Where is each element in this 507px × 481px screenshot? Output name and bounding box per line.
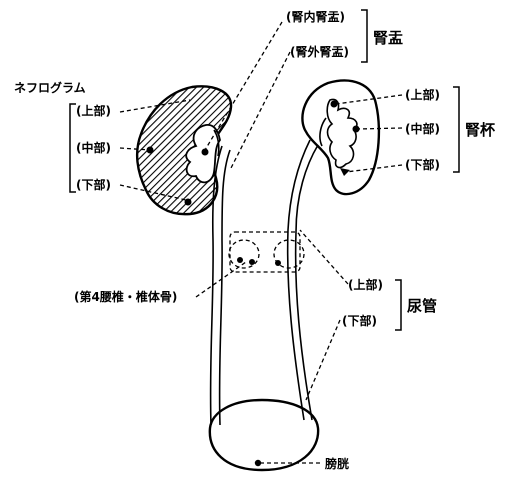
label-calyx-upper: (上部) xyxy=(405,87,440,102)
right-lower-mark xyxy=(340,168,350,176)
label-nephrogram-middle: (中部) xyxy=(76,140,111,155)
label-calyx: 腎杯 xyxy=(465,121,496,139)
label-nephrogram: ネフログラム xyxy=(14,80,86,95)
label-calyx-middle: (中部) xyxy=(405,121,440,136)
left-lower-dot xyxy=(185,199,192,206)
label-inner-renal-pelvis: (腎内腎盂) xyxy=(286,9,345,24)
label-vertebra: (第4腰椎・椎体骨) xyxy=(74,289,177,304)
label-ureter-upper: (上部) xyxy=(348,277,383,292)
label-nephrogram-lower: (下部) xyxy=(76,177,111,192)
labels: (腎内腎盂) (腎外腎盂) 腎盂 ネフログラム (上部) (中部) (下部) (… xyxy=(14,9,496,471)
left-kidney xyxy=(137,86,231,214)
vertebra-dot-right xyxy=(275,260,281,266)
label-nephrogram-upper: (上部) xyxy=(76,103,111,118)
label-bladder: 膀胱 xyxy=(324,456,349,471)
ureters xyxy=(211,140,318,425)
right-kidney xyxy=(302,81,378,195)
label-outer-renal-pelvis: (腎外腎盂) xyxy=(290,44,349,59)
label-calyx-lower: (下部) xyxy=(405,157,440,172)
right-calyces xyxy=(327,99,357,167)
label-ureter: 尿管 xyxy=(407,297,437,315)
brackets xyxy=(70,10,459,330)
vertebra-dot-left-1 xyxy=(237,257,243,263)
label-renal-pelvis: 腎盂 xyxy=(373,29,403,47)
leader-lines xyxy=(120,22,402,463)
vertebra-region xyxy=(229,232,304,272)
vertebra-dot-left-2 xyxy=(249,259,255,265)
label-ureter-lower: (下部) xyxy=(342,313,377,328)
